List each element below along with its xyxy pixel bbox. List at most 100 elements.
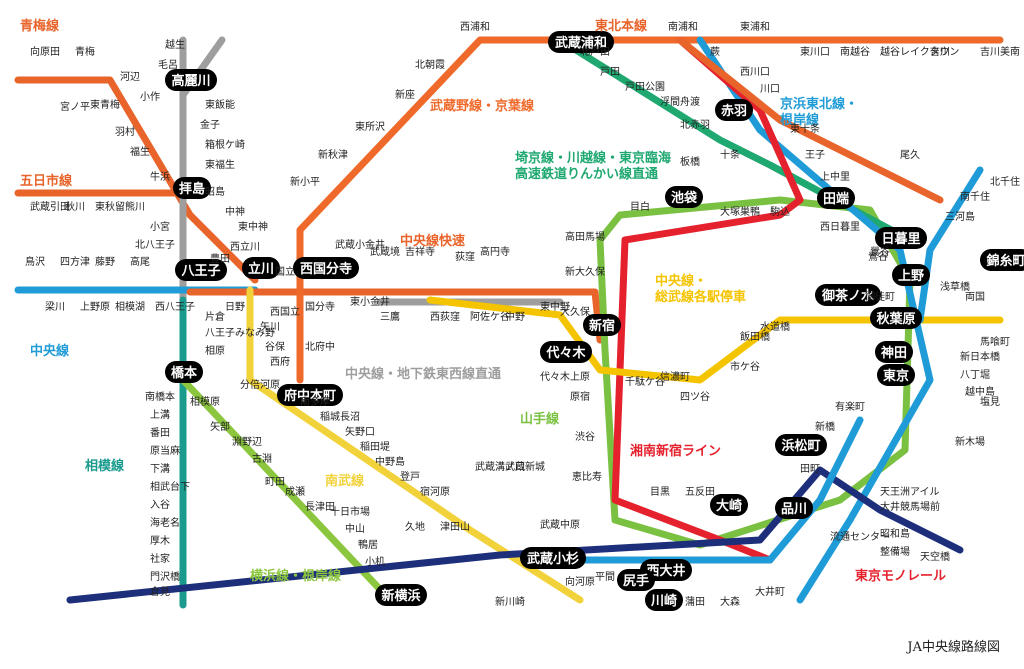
station-label: 青梅 (75, 45, 95, 58)
station-label: 中山 (345, 522, 365, 535)
hub-shinyokohama[interactable]: 新横浜 (375, 584, 427, 606)
station-label: 三鷹 (380, 310, 400, 323)
hub-osaki[interactable]: 大崎 (710, 494, 748, 516)
hub-tachikawa[interactable]: 立川 (242, 257, 280, 279)
hub-hashimoto[interactable]: 橋本 (165, 361, 203, 383)
station-label: 鴨居 (358, 538, 378, 551)
hub-shinjuku[interactable]: 新宿 (583, 314, 621, 336)
label-itsukaichi: 五日市線 (20, 173, 73, 189)
station-label: 荻窪 (455, 250, 475, 263)
station-label: 武蔵境 (370, 245, 400, 258)
svg-text:上野: 上野 (898, 269, 924, 284)
hub-shinagawa[interactable]: 品川 (775, 497, 813, 519)
station-label: 東中野 (540, 300, 570, 313)
station-label: 有楽町 (835, 400, 865, 413)
hub-musashiurawa[interactable]: 武蔵浦和 (548, 31, 614, 53)
station-label: 巣鴨 (740, 205, 760, 218)
tohoku-main (676, 36, 944, 204)
svg-text:新宿: 新宿 (589, 318, 615, 334)
hub-takaozawa[interactable]: 高麗川 (165, 69, 217, 91)
station-label: 南橋本 (145, 390, 175, 403)
station-label: 小机 (365, 555, 385, 568)
station-label: 御徒町 (865, 290, 895, 303)
station-label: 西浦和 (460, 20, 490, 33)
station-label: 千駄ケ谷 (625, 375, 665, 388)
hub-tokyo[interactable]: 東京 (877, 364, 915, 386)
station-label: 新木場 (955, 435, 985, 448)
station-label: 蕨 (710, 46, 720, 58)
hub-kanda[interactable]: 神田 (875, 341, 913, 363)
hub-ueno[interactable]: 上野 (892, 264, 930, 286)
station-label: 厚木 (150, 535, 170, 547)
hub-hamamatsucho[interactable]: 浜松町 (775, 434, 827, 456)
hub-musashikosugi[interactable]: 武蔵小杉 (520, 547, 586, 569)
hub-kinshicho[interactable]: 錦糸町 (980, 249, 1024, 271)
svg-text:赤羽: 赤羽 (721, 103, 747, 119)
hub-fuchuhommachi[interactable]: 府中本町 (277, 384, 343, 406)
station-label: 河辺 (120, 71, 140, 83)
hub-hachioji[interactable]: 八王子 (175, 259, 227, 281)
yokohama-line (179, 376, 394, 604)
hub-kawasaki[interactable]: 川崎 (645, 589, 683, 611)
station-label: 吉川 (930, 46, 950, 58)
station-label: 王子 (805, 149, 825, 161)
station-label: 東福生 (205, 158, 235, 171)
station-label: 北八王子 (135, 239, 175, 251)
station-label: 平間 (595, 571, 615, 583)
hub-akihabara[interactable]: 秋葉原 (870, 307, 922, 329)
station-label: 向原田 (30, 45, 60, 58)
station-label: 新大久保 (565, 265, 605, 278)
svg-text:神田: 神田 (881, 345, 907, 361)
label-monorail: 東京モノレール (855, 568, 946, 584)
station-label: 五反田 (685, 486, 715, 498)
label-chuo_line: 中央線 (30, 343, 70, 359)
station-label: 鶯谷 (870, 245, 890, 258)
station-label: 新日本橋 (960, 350, 1000, 363)
svg-text:川崎: 川崎 (650, 593, 677, 609)
hub-akabane[interactable]: 赤羽 (715, 99, 753, 121)
label-nambu: 南武線 (325, 473, 365, 489)
hub-haijima[interactable]: 拝島 (173, 177, 211, 199)
station-label: 代々木上原 (540, 371, 590, 383)
label-chuo_rapid: 中央線快速 (400, 233, 465, 249)
station-label: 大久保 (560, 305, 590, 318)
svg-text:府中本町: 府中本町 (284, 388, 336, 404)
hub-shitte[interactable]: 尻手 (617, 569, 655, 591)
station-label: 西荻窪 (430, 310, 460, 323)
hub-ochanomizu[interactable]: 御茶ノ水 (815, 284, 881, 306)
station-label: 南越谷 (840, 45, 870, 58)
station-label: 小作 (140, 91, 160, 103)
station-label: 高尾 (130, 255, 150, 268)
station-label: 越谷レイクタウン (880, 45, 959, 58)
hub-ikebukuro[interactable]: 池袋 (665, 186, 703, 208)
hub-yoyogi[interactable]: 代々木 (540, 341, 592, 363)
hub-tabata[interactable]: 田端 (817, 187, 855, 209)
station-label: 古淵 (252, 452, 272, 465)
hub-nishikokubunji[interactable]: 西国分寺 (293, 257, 359, 279)
station-label: 駒込 (770, 206, 790, 218)
svg-text:池袋: 池袋 (671, 190, 698, 206)
station-label: 新秋津 (318, 148, 348, 161)
station-label: 日野 (225, 301, 245, 313)
station-label: 目白 (630, 200, 650, 213)
station-label: 東中神 (238, 220, 268, 233)
station-label: 大井町 (755, 585, 785, 598)
station-label: 恵比寿 (572, 470, 602, 483)
station-label: 昭島 (205, 185, 225, 198)
station-label: 川口 (760, 84, 780, 95)
svg-text:大崎: 大崎 (716, 498, 742, 514)
hub-stations: 高麗川拝島八王子立川西国分寺府中本町 橋本新横浜 武蔵小杉 新宿代々木 池袋 赤羽 武蔵浦和… (165, 31, 1024, 611)
ome-line (14, 76, 194, 219)
station-label: 箱根ケ崎 (205, 138, 245, 151)
label-chuo_sobu: 中央線・総武線各駅停車 (655, 273, 746, 305)
station-label: 大塚 (720, 205, 740, 218)
svg-text:高麗川: 高麗川 (171, 73, 210, 89)
label-sagami: 相模線 (85, 458, 125, 474)
station-label: 小宮 (150, 220, 170, 233)
svg-text:橋本: 橋本 (171, 365, 197, 381)
station-label: 水道橋 (760, 320, 790, 333)
station-label: 西国立 (270, 305, 300, 318)
station-label: 久地 (405, 520, 425, 533)
hub-nippori[interactable]: 日暮里 (875, 227, 927, 249)
station-label: 津田山 (440, 521, 470, 533)
